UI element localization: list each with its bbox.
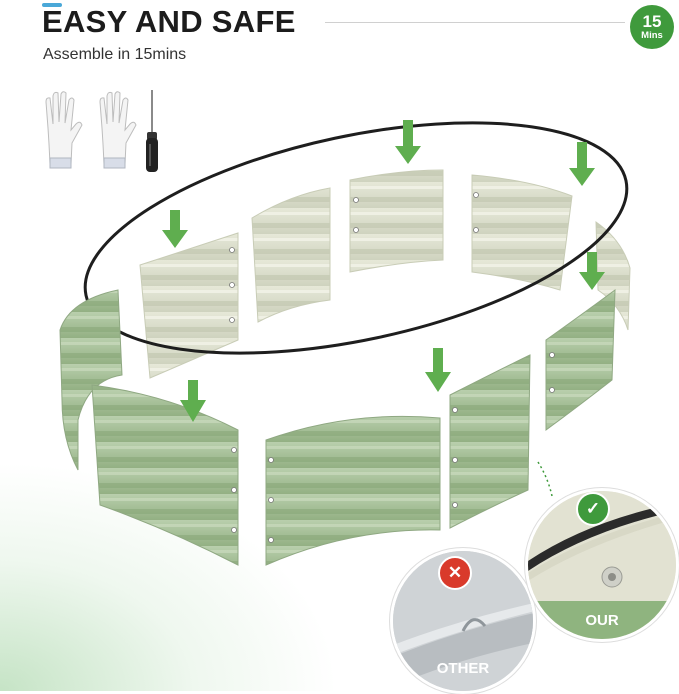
panel-back-1 (139, 232, 239, 379)
screwdriver-icon (146, 90, 158, 172)
panel-back-4 (471, 174, 573, 291)
our-label: OUR (585, 612, 619, 629)
panel-front-middle (265, 415, 441, 566)
tools-illustration (45, 90, 158, 172)
page-subtitle: Assemble in 15mins (43, 46, 187, 63)
screw-holes (229, 192, 555, 543)
time-badge: 15 Mins (630, 5, 674, 49)
arrow-down-icon (425, 348, 451, 392)
title-accent (42, 3, 62, 7)
panel-back-2 (251, 187, 331, 323)
callout-dotted-line (537, 461, 553, 497)
arrow-down-icon (395, 120, 421, 164)
check-icon: ✓ (576, 492, 610, 526)
raised-bed-illustration (59, 120, 631, 566)
cross-icon: ✕ (438, 556, 472, 590)
arrow-down-icon (579, 252, 605, 290)
panel-left-end (59, 289, 123, 471)
arrow-down-icon (162, 210, 188, 248)
badge-unit: Mins (641, 30, 663, 42)
panel-front-left (91, 384, 239, 566)
panel-right-2 (449, 354, 531, 529)
seal-strip (83, 121, 629, 355)
panel-right-1 (545, 288, 616, 431)
arrow-down-icon (569, 142, 595, 186)
other-label: OTHER (436, 660, 490, 677)
title-divider (325, 22, 625, 23)
panel-back-3 (349, 169, 444, 273)
arrow-down-icon (180, 380, 206, 422)
page-title: EASY AND SAFE (42, 4, 296, 39)
badge-number: 15 (642, 12, 662, 32)
glove-icon (45, 91, 83, 169)
glove-icon (99, 91, 137, 169)
